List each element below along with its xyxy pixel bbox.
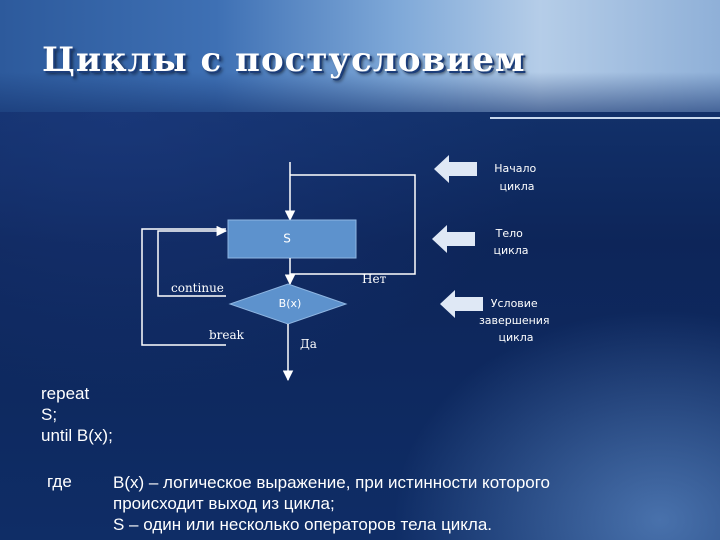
loop-body-arrow [432,225,475,253]
break-label: break [209,328,245,342]
exit-condition-arrow [440,290,483,318]
body-block [228,220,356,258]
condition-label: B(x) [279,297,302,310]
exit-condition-label: Условие завершения цикла [479,297,553,344]
body-label: S [283,232,291,246]
no-label: Нет [362,272,387,286]
loop-start-label: Начало цикла [494,162,540,193]
slide-title: Циклы с постусловием [42,40,526,80]
loop-start-arrow [434,155,477,183]
yes-label: Да [300,337,317,351]
continue-label: continue [171,281,224,295]
loop-body-label: Тело цикла [493,227,528,257]
